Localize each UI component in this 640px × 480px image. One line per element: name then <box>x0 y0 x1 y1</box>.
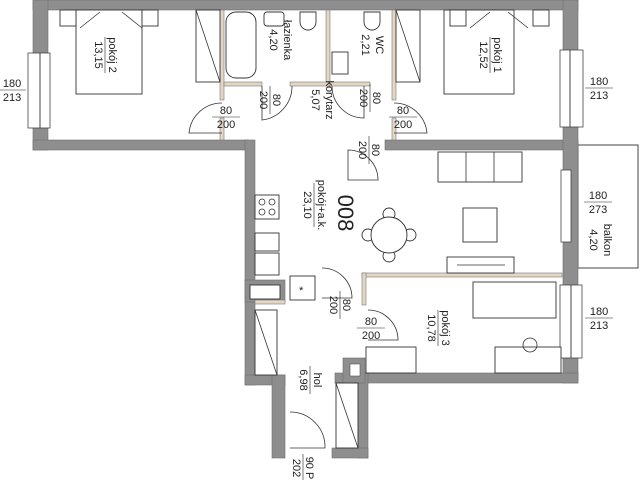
svg-text:10,78: 10,78 <box>425 314 437 342</box>
window-pokoj-2 <box>27 52 51 129</box>
svg-text:13,15: 13,15 <box>92 41 104 69</box>
svg-text:80: 80 <box>340 299 352 311</box>
balcony-door <box>560 169 572 243</box>
window-pokoj-1 <box>559 49 584 128</box>
room-label-lazienka: łazienka 4,20 <box>267 20 293 61</box>
window-dim-left: 180 213 <box>0 78 26 104</box>
svg-text:213: 213 <box>590 90 608 102</box>
room-label-wc: WC 2,21 <box>359 34 385 55</box>
svg-text:273: 273 <box>589 204 607 216</box>
door-dim-pokoj-3: 80 200 <box>357 316 385 342</box>
svg-text:hol: hol <box>311 373 323 388</box>
svg-text:80: 80 <box>365 316 377 328</box>
kitchen-sink <box>254 232 280 252</box>
svg-text:5,07: 5,07 <box>309 89 321 110</box>
toilet-wc <box>363 11 381 31</box>
room-label-pokoj-3: pokój 3 10,78 <box>425 310 451 346</box>
door-dim-wc: 80 200 <box>357 84 382 112</box>
sofa <box>437 151 523 183</box>
svg-text:200: 200 <box>357 89 369 107</box>
interior-walls <box>219 9 563 306</box>
svg-text:213: 213 <box>590 320 608 332</box>
desk <box>494 346 562 374</box>
room-label-pokoj-2: pokój 2 13,15 <box>92 37 118 73</box>
svg-text:200: 200 <box>362 330 380 342</box>
cabinet-pokoj-3 <box>365 346 417 374</box>
window-dim-balcony: 180 273 <box>584 190 612 216</box>
sink <box>263 11 285 27</box>
svg-text:180: 180 <box>590 306 608 318</box>
svg-text:2,21: 2,21 <box>359 34 371 55</box>
room-label-pokoj-1: pokój 1 12,52 <box>477 37 503 73</box>
bed-pokoj-2 <box>75 9 143 95</box>
room-label-korytarz: korytarz 5,07 <box>309 80 335 119</box>
svg-text:200: 200 <box>217 119 235 131</box>
coffee-table <box>462 207 498 243</box>
balcony-outline <box>577 144 639 269</box>
svg-text:pokój 3: pokój 3 <box>439 310 451 345</box>
svg-text:200: 200 <box>257 91 269 109</box>
furniture: * <box>59 9 562 449</box>
svg-text:008: 008 <box>333 195 358 232</box>
bed-pokoj-3 <box>472 281 557 319</box>
windows <box>27 49 584 359</box>
svg-text:213: 213 <box>3 92 21 104</box>
cooktop <box>254 194 280 220</box>
svg-text:80: 80 <box>369 144 381 156</box>
toilet <box>299 11 317 31</box>
svg-text:180: 180 <box>589 190 607 202</box>
svg-text:202: 202 <box>290 459 302 477</box>
svg-text:80: 80 <box>270 94 282 106</box>
window-dim-right-top: 180 213 <box>585 76 613 102</box>
svg-text:korytarz: korytarz <box>323 80 335 119</box>
svg-text:180: 180 <box>3 78 21 90</box>
svg-text:pokój 1: pokój 1 <box>491 37 503 72</box>
svg-text:80: 80 <box>397 105 409 117</box>
svg-text:90 P: 90 P <box>303 457 315 480</box>
svg-text:80: 80 <box>220 105 232 117</box>
door-dim-lazienka: 80 200 <box>257 86 282 114</box>
kitchen-counter <box>254 252 280 276</box>
svg-text:80: 80 <box>370 92 382 104</box>
room-label-pokoj-ak: pokój+a.k. 23,10 <box>301 180 327 230</box>
svg-text:12,52: 12,52 <box>477 41 489 69</box>
fridge <box>289 275 316 301</box>
svg-text:6,98: 6,98 <box>297 369 309 390</box>
svg-text:łazienka: łazienka <box>281 20 293 61</box>
room-label-hol: hol 6,98 <box>297 366 323 394</box>
svg-text:23,10: 23,10 <box>301 191 313 219</box>
svg-text:*: * <box>299 285 304 297</box>
bathtub <box>225 11 257 79</box>
svg-text:4,20: 4,20 <box>587 229 599 250</box>
svg-text:200: 200 <box>327 296 339 314</box>
svg-text:4,20: 4,20 <box>267 29 279 50</box>
svg-text:pokój+a.k.: pokój+a.k. <box>315 180 327 230</box>
door-dim-pokoj-1: 80 200 <box>389 105 417 131</box>
svg-text:WC: WC <box>373 36 385 54</box>
window-dim-right-bottom: 180 213 <box>585 306 613 332</box>
door-dim-pokoj-2: 80 200 <box>212 105 240 131</box>
apartment-number: 008 <box>333 195 358 232</box>
room-label-balkon: balkon 4,20 <box>587 224 613 256</box>
svg-text:200: 200 <box>394 119 412 131</box>
kitchen-cabinet <box>249 284 281 300</box>
sink-wc <box>331 51 349 75</box>
door-dim-entrance: 90 P 202 <box>290 454 315 480</box>
svg-text:180: 180 <box>590 76 608 88</box>
door-dim-kitchen: 80 200 <box>327 291 352 319</box>
svg-text:200: 200 <box>356 141 368 159</box>
svg-text:balkon: balkon <box>601 224 613 256</box>
door-swings <box>188 85 428 449</box>
door-dim-living: 80 200 <box>356 136 381 164</box>
svg-text:pokój 2: pokój 2 <box>106 37 118 72</box>
